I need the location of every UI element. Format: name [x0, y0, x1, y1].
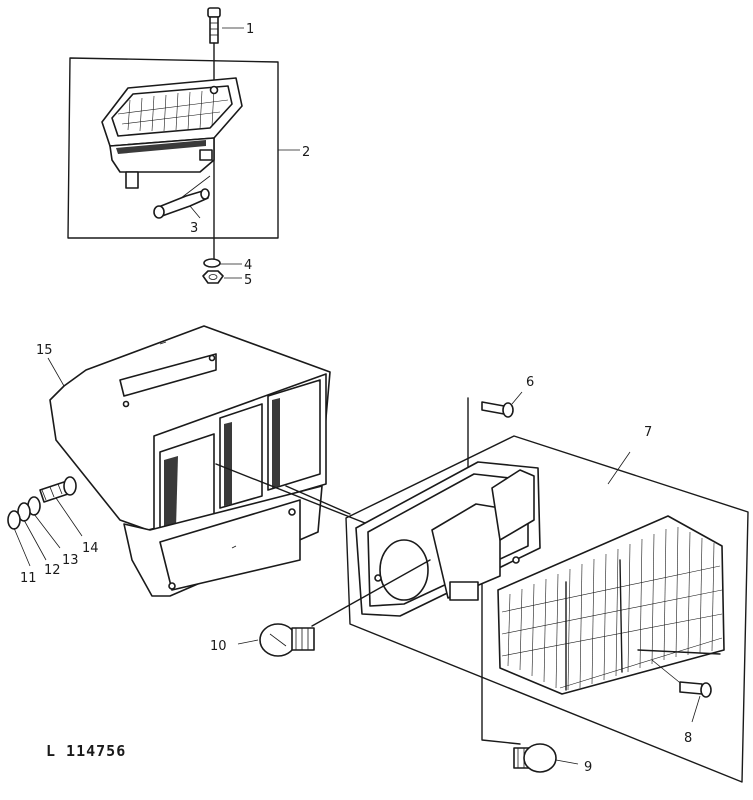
callout-8: 8 [684, 731, 692, 746]
nut-part-5 [202, 270, 224, 284]
callout-14: 14 [82, 541, 99, 556]
leader-lines [13, 27, 701, 765]
callout-7: 7 [644, 425, 652, 440]
figure-reference-id: L 114756 [46, 742, 126, 760]
lamp-group-outline [67, 57, 279, 239]
indicator-bulb-part-9 [513, 743, 557, 773]
festoon-bulb-part-3 [153, 175, 211, 219]
stop-tail-bulb-part-10 [259, 559, 431, 657]
license-plate-lamp-group [67, 7, 279, 284]
callout-15: 15 [36, 343, 53, 358]
screw-part-6 [481, 401, 514, 418]
callout-4: 4 [244, 258, 252, 273]
lamp-bracket-housing-part-15 [49, 325, 331, 597]
screw-part-1 [207, 7, 221, 44]
callout-13: 13 [62, 553, 79, 568]
callout-1: 1 [246, 22, 254, 37]
callout-9: 9 [584, 760, 592, 775]
bolt-part-14 [39, 476, 77, 503]
screw-part-8 [651, 659, 712, 698]
tail-lamp-lens [497, 515, 725, 695]
plate-lamp-housing-part-2 [101, 77, 243, 189]
nut-part-11 [7, 510, 21, 530]
tail-lamp-group-outline [345, 435, 749, 783]
callout-labels: 1 2 3 4 5 6 7 8 9 10 11 12 13 14 15 [20, 22, 692, 775]
washer-part-4 [203, 258, 221, 268]
callout-2: 2 [302, 145, 310, 160]
callout-6: 6 [526, 375, 534, 390]
callout-12: 12 [44, 563, 61, 578]
callout-11: 11 [20, 571, 37, 586]
callout-10: 10 [210, 639, 227, 654]
callout-5: 5 [244, 273, 252, 288]
axis-line-3 [285, 485, 351, 515]
lock-washer-part-12 [17, 502, 31, 522]
tail-lamp-group [345, 397, 749, 783]
callout-3: 3 [190, 221, 198, 236]
